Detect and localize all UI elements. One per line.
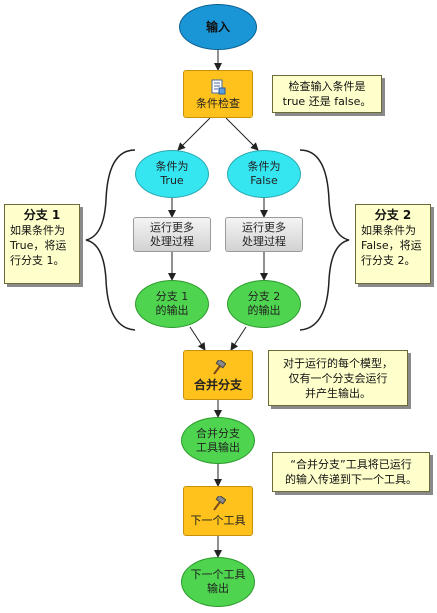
edge-check-to-true	[177, 117, 211, 151]
condition-check-label: 条件检查	[196, 96, 240, 110]
edge-out2-to-merge	[230, 326, 247, 351]
next-output-label: 下一个工具 输出	[190, 568, 246, 595]
check-callout: 检查输入条件是 true 还是 false。	[272, 75, 382, 113]
check-callout-text: 检查输入条件是 true 还是 false。	[282, 80, 372, 108]
condition-check-node[interactable]: 条件检查	[183, 70, 253, 118]
merge-branch-label: 合并分支	[193, 377, 242, 392]
merge-branch-node[interactable]: 合并分支	[183, 350, 253, 400]
next-tool-callout: “合并分支”工具将已运行 的输入传递到下一个工具。	[272, 452, 430, 492]
input-node[interactable]: 输入	[179, 4, 257, 50]
process-left-node[interactable]: 运行更多 处理过程	[133, 217, 211, 252]
output-branch2-label: 分支 2 的输出	[247, 290, 281, 317]
edge-check-to-false	[225, 117, 259, 151]
next-output-node[interactable]: 下一个工具 输出	[181, 557, 255, 607]
condition-true-node[interactable]: 条件为 True	[135, 150, 209, 198]
process-left-label: 运行更多 处理过程	[150, 220, 194, 248]
branch2-callout: 分支 2 如果条件为 False，将运 行分支 2。	[355, 204, 431, 284]
edge-out1-to-merge	[189, 326, 206, 351]
left-brace	[85, 149, 136, 331]
output-branch1-label: 分支 1 的输出	[155, 290, 189, 317]
merge-callout: 对于运行的每个模型， 仅有一个分支会运行 并产生输出。	[268, 350, 408, 406]
process-right-node[interactable]: 运行更多 处理过程	[225, 217, 303, 252]
branch2-callout-title: 分支 2	[374, 208, 412, 222]
hammer-icon	[210, 495, 226, 513]
merge-output-node[interactable]: 合并分支 工具输出	[181, 417, 255, 464]
branch1-callout: 分支 1 如果条件为 True，将运 行分支 1。	[4, 204, 80, 284]
condition-true-label: 条件为 True	[155, 160, 189, 187]
branch1-callout-title: 分支 1	[23, 208, 61, 222]
right-brace	[299, 149, 350, 331]
branch1-callout-text: 如果条件为 True，将运 行分支 1。	[10, 224, 67, 267]
process-right-label: 运行更多 处理过程	[242, 220, 286, 248]
input-label: 输入	[205, 20, 230, 34]
merge-callout-text: 对于运行的每个模型， 仅有一个分支会运行 并产生输出。	[283, 356, 393, 400]
next-tool-label: 下一个工具	[190, 513, 246, 527]
branch2-callout-text: 如果条件为 False，将运 行分支 2。	[361, 224, 422, 267]
next-tool-callout-text: “合并分支”工具将已运行 的输入传递到下一个工具。	[285, 458, 417, 486]
condition-false-node[interactable]: 条件为 False	[227, 150, 301, 198]
next-tool-node[interactable]: 下一个工具	[183, 486, 253, 536]
output-branch2-node[interactable]: 分支 2 的输出	[227, 280, 301, 328]
merge-output-label: 合并分支 工具输出	[196, 426, 240, 454]
condition-false-label: 条件为 False	[247, 160, 281, 187]
script-tool-icon	[210, 78, 226, 96]
output-branch1-node[interactable]: 分支 1 的输出	[135, 280, 209, 328]
hammer-icon	[210, 359, 226, 377]
